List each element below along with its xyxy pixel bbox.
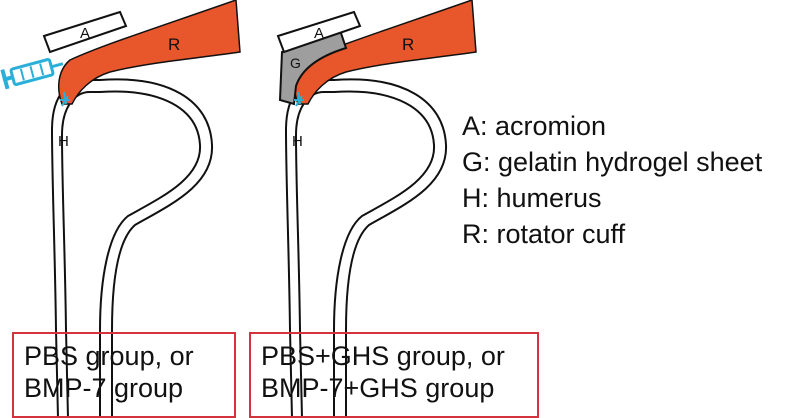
right-gel-label: G	[290, 55, 301, 71]
left-group-line-1: PBS group, or	[24, 341, 194, 371]
right-acromion	[276, 10, 362, 54]
left-rotator-cuff	[57, 0, 241, 105]
left-group-box: PBS group, or BMP-7 group	[12, 332, 236, 418]
right-acromion-label: A	[314, 25, 324, 42]
left-humerus-label: H	[58, 133, 69, 150]
legend-item-humerus: H: humerus	[462, 183, 602, 213]
right-group-box: PBS+GHS group, or BMP-7+GHS group	[249, 332, 539, 418]
legend: A: acromion G: gelatin hydrogel sheet H:…	[462, 108, 762, 252]
right-group-line-2: BMP-7+GHS group	[261, 373, 495, 403]
left-acromion-label: A	[80, 25, 90, 42]
left-group-line-2: BMP-7 group	[24, 373, 184, 403]
legend-item-rotator-cuff: R: rotator cuff	[462, 219, 626, 249]
left-suture-icon	[60, 91, 70, 107]
legend-item-gel-sheet: G: gelatin hydrogel sheet	[462, 147, 763, 177]
right-humerus-label: H	[292, 133, 303, 150]
right-humerus-inner	[294, 90, 436, 418]
right-suture-icon	[294, 91, 304, 107]
left-acromion	[42, 10, 128, 54]
right-cuff-label: R	[402, 35, 414, 54]
left-humerus-inner	[60, 90, 202, 418]
legend-item-acromion: A: acromion	[462, 111, 607, 141]
left-cuff-label: R	[168, 35, 180, 54]
syringe-icon	[0, 58, 64, 90]
right-group-line-1: PBS+GHS group, or	[261, 341, 505, 371]
